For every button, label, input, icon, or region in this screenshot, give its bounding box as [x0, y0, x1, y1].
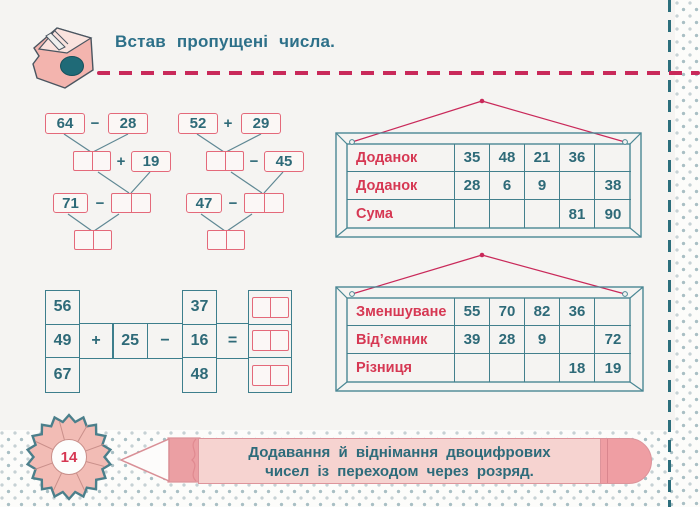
tree-connector-lines [63, 133, 284, 232]
number-box: 52 [178, 113, 218, 134]
table-cell: 90 [604, 205, 622, 223]
number-box: 45 [264, 151, 304, 172]
table-cell: 28 [455, 172, 490, 200]
chain-cell: 67 [53, 366, 72, 384]
table-cell-empty[interactable] [525, 200, 560, 228]
footer-line1: Додавання й віднімання двоцифрових [248, 444, 551, 461]
equals-sign: = [217, 323, 248, 359]
footer-topic-banner: Додавання й віднімання двоцифрових чисел… [198, 438, 600, 484]
exercise-title: Встав пропущені числа. [115, 32, 336, 51]
number-box: 71 [53, 193, 88, 213]
answer-box[interactable] [74, 230, 112, 250]
red-dashed-divider [97, 71, 700, 75]
number-box: 64 [45, 113, 85, 134]
table-cell-empty[interactable] [490, 200, 525, 228]
sum-table-board-frame [335, 98, 642, 238]
answer-box[interactable] [251, 364, 289, 386]
table-cell: 18 [560, 354, 595, 382]
chain-cell: 25 [112, 323, 149, 359]
row-label: Доданок [347, 172, 455, 200]
answer-box[interactable] [111, 193, 151, 213]
chain-answer-slot [249, 358, 291, 392]
table-cell: 81 [560, 200, 595, 228]
chain-cell: 49 [46, 325, 79, 359]
pencil-shavings-badge: 14 [25, 413, 113, 501]
table-cell-empty[interactable] [455, 354, 490, 382]
chain-answer-slot [249, 291, 291, 325]
dots-band-right [675, 0, 700, 507]
chain-cell: 37 [183, 291, 216, 325]
operator: − [90, 115, 100, 132]
row-label: Різниця [347, 354, 455, 382]
answer-box[interactable] [244, 193, 284, 213]
chain-cell: 16 [183, 325, 216, 359]
answer-box[interactable] [251, 330, 289, 352]
row-label: Від’ємник [347, 326, 455, 354]
operator: − [228, 195, 238, 212]
chain-answer-column [248, 290, 292, 393]
table-cell: 36 [560, 298, 595, 326]
number-box: 28 [108, 113, 148, 134]
table-cell-empty[interactable] [490, 354, 525, 382]
chain-operator: − [146, 323, 184, 359]
table-cell-empty[interactable] [525, 354, 560, 382]
table-cell-empty[interactable] [455, 200, 490, 228]
operator: + [116, 153, 126, 170]
page-number: 14 [61, 449, 78, 466]
chain-column-2: 37 16 48 [182, 290, 217, 393]
answer-box[interactable] [73, 151, 111, 171]
number-box: 47 [186, 193, 222, 213]
table-cell: 9 [525, 326, 560, 354]
answer-box[interactable] [251, 296, 289, 318]
operator: + [223, 115, 233, 132]
table-cell: 38 [595, 172, 631, 200]
table-cell: 48 [490, 144, 525, 172]
chain-cell: 48 [190, 366, 209, 384]
table-cell-empty[interactable] [595, 144, 631, 172]
pencil-eraser [600, 438, 652, 484]
table-cell: 55 [455, 298, 490, 326]
table-cell: 70 [490, 298, 525, 326]
chain-column-1: 56 49 67 [45, 290, 80, 393]
row-label: Доданок [347, 144, 455, 172]
table-cell: 28 [490, 326, 525, 354]
number-box: 29 [241, 113, 281, 134]
table-cell: 36 [560, 144, 595, 172]
pencil-sharpener-icon [32, 27, 94, 89]
chain-operator: + [78, 323, 114, 359]
table-cell: 21 [525, 144, 560, 172]
number-box: 19 [131, 151, 171, 172]
table-cell: 9 [525, 172, 560, 200]
cut-guide-dashed-line [668, 0, 671, 507]
answer-box[interactable] [207, 230, 245, 250]
difference-table: Зменшуване 55 70 82 36 Від’ємник 39 28 9… [347, 298, 631, 382]
footer-line2: чисел із переходом через розряд. [265, 463, 534, 480]
table-cell: 39 [455, 326, 490, 354]
table-cell-empty[interactable] [560, 326, 595, 354]
answer-box[interactable] [206, 151, 244, 171]
table-cell: 72 [595, 326, 631, 354]
row-label: Зменшуване [347, 298, 455, 326]
difference-table-board-frame [335, 252, 644, 392]
table-cell-empty[interactable] [560, 172, 595, 200]
chain-cell: 56 [46, 291, 79, 325]
chain-answer-slot [249, 325, 291, 359]
table-cell: 35 [455, 144, 490, 172]
operator: − [95, 195, 105, 212]
row-label: Сума [347, 200, 455, 228]
table-cell: 6 [490, 172, 525, 200]
table-cell: 19 [604, 359, 622, 377]
table-cell-empty[interactable] [595, 298, 631, 326]
operator: − [249, 153, 259, 170]
pencil-tip-icon [119, 437, 201, 483]
sum-table: Доданок 35 48 21 36 Доданок 28 6 9 38 Су… [347, 144, 631, 228]
table-cell: 82 [525, 298, 560, 326]
